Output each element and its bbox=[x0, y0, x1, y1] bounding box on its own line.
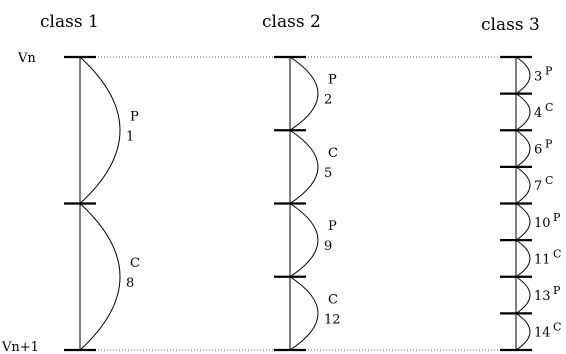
segment-type: P bbox=[328, 73, 337, 88]
segment-type: P bbox=[545, 138, 553, 151]
segment-arc bbox=[515, 239, 531, 278]
segment-number: 10 bbox=[534, 216, 551, 231]
segment-type: C bbox=[545, 101, 553, 114]
segment-number: 3 bbox=[534, 69, 542, 84]
segment-number: 6 bbox=[534, 143, 542, 158]
segment-arc bbox=[289, 276, 319, 351]
bottom-boundary-label: Vn+1 bbox=[1, 340, 39, 354]
segment-type: C bbox=[130, 256, 140, 271]
segment-type: C bbox=[328, 146, 338, 161]
segment-number: 14 bbox=[534, 326, 551, 341]
segment-type: P bbox=[328, 219, 337, 234]
segment-arc bbox=[515, 203, 531, 241]
segment-type: P bbox=[545, 64, 553, 77]
segment-arc bbox=[79, 203, 121, 351]
segment-type: C bbox=[545, 174, 553, 187]
segment-type: P bbox=[553, 284, 561, 297]
segment-number: 7 bbox=[534, 179, 542, 194]
column-header-class-1: class 1 bbox=[40, 12, 99, 32]
segment-number: 13 bbox=[534, 289, 551, 304]
column-header-class-3: class 3 bbox=[481, 15, 540, 35]
segment-arc bbox=[515, 312, 531, 351]
segment-number: 11 bbox=[534, 252, 551, 267]
segment-type: C bbox=[328, 292, 338, 307]
segment-arc bbox=[79, 56, 121, 204]
segment-number: 1 bbox=[126, 129, 134, 144]
segment-type: C bbox=[553, 321, 561, 334]
segment-number: 8 bbox=[126, 276, 134, 291]
segment-number: 2 bbox=[324, 93, 332, 108]
column-header-class-2: class 2 bbox=[262, 12, 321, 32]
segment-number: 12 bbox=[324, 312, 341, 327]
segment-arc bbox=[289, 129, 319, 204]
top-boundary-label: Vn bbox=[17, 51, 36, 66]
segment-type: P bbox=[130, 109, 139, 124]
segment-arc bbox=[289, 203, 319, 278]
segment-type: P bbox=[553, 211, 561, 224]
segment-number: 9 bbox=[324, 239, 332, 254]
segment-arc bbox=[515, 166, 531, 204]
segment-arc bbox=[515, 93, 531, 131]
segment-arc bbox=[515, 276, 531, 314]
segment-arc bbox=[515, 129, 531, 168]
segment-number: 4 bbox=[534, 106, 542, 121]
segment-arc bbox=[515, 56, 531, 95]
segment-number: 5 bbox=[324, 166, 332, 181]
segment-type: C bbox=[553, 247, 561, 260]
segment-arc bbox=[289, 56, 319, 131]
